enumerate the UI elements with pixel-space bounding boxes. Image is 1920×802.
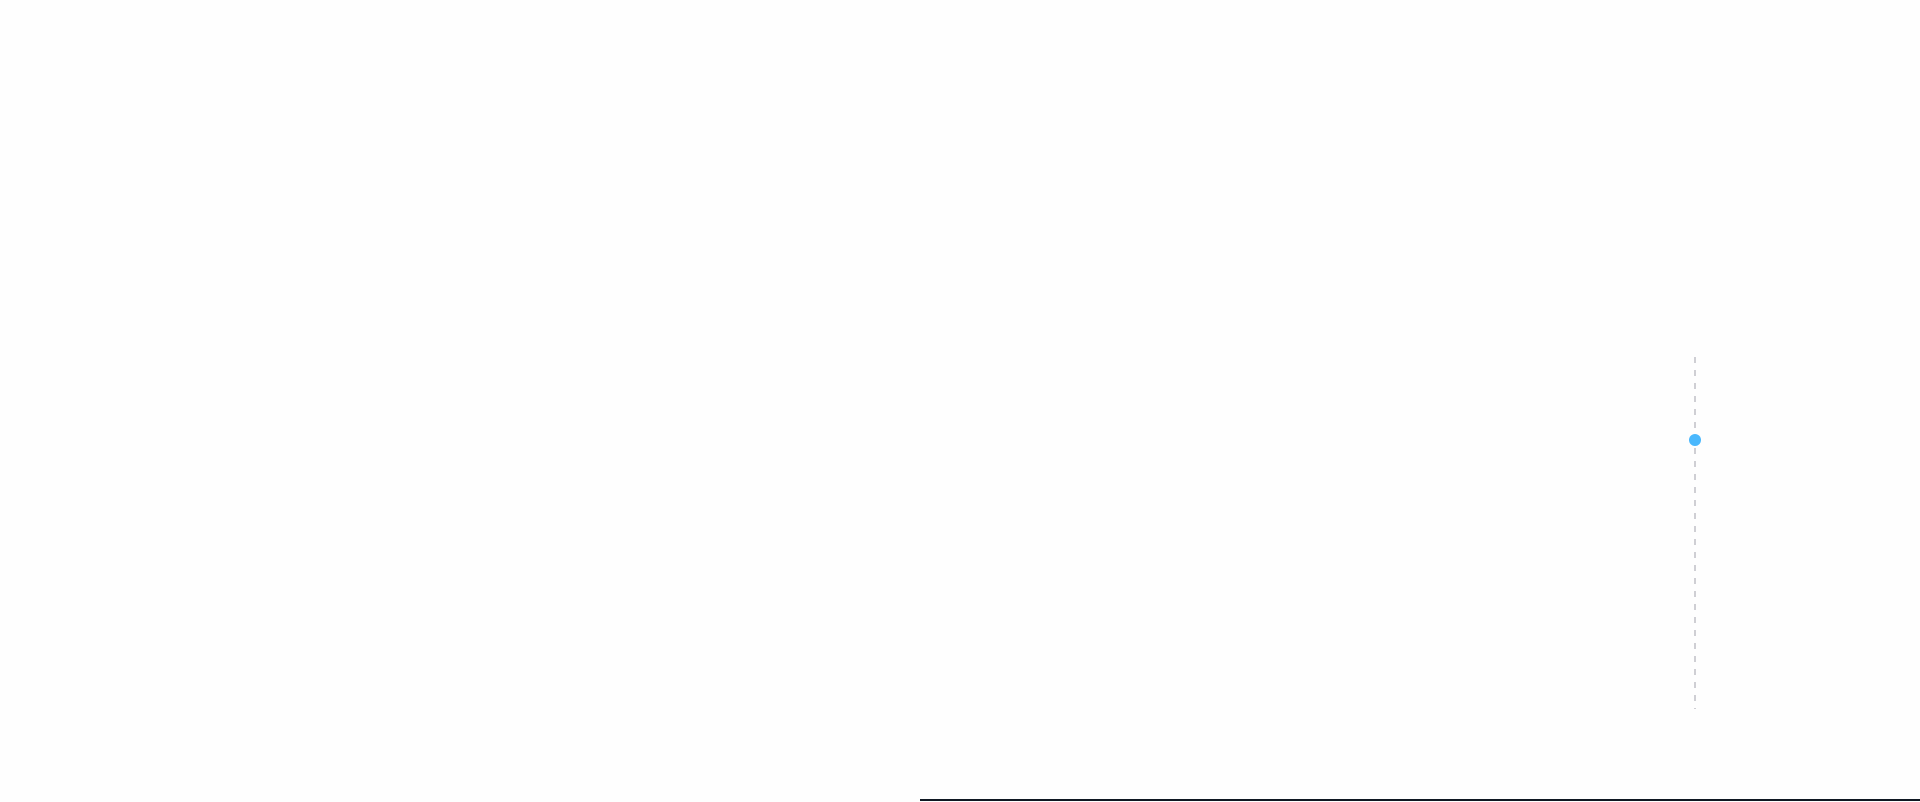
- vertical-guide-line: [1694, 357, 1696, 709]
- bottom-divider: [920, 799, 1920, 801]
- circle-marker-icon[interactable]: [1689, 434, 1701, 446]
